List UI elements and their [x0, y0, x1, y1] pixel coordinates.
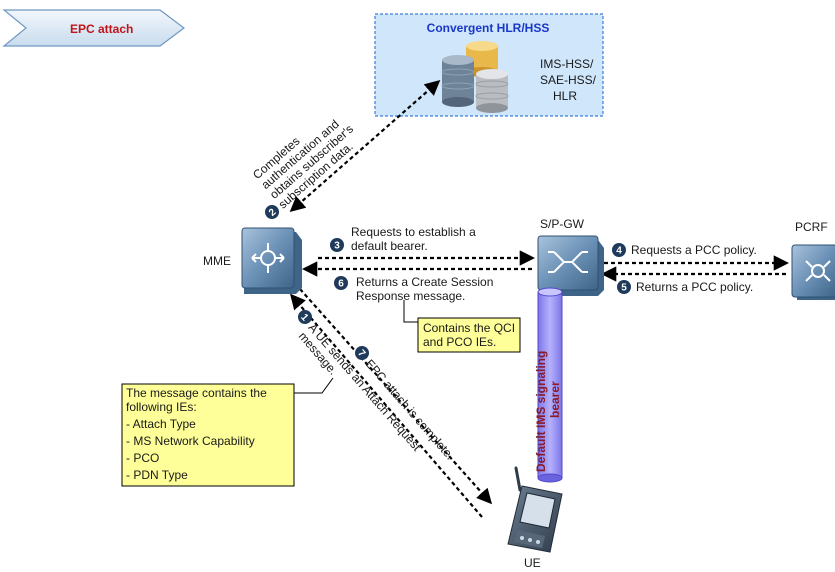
step-6-line-2: Response message.	[356, 289, 465, 303]
step-4-circle	[612, 243, 626, 257]
pcrf-node: PCRF	[791, 220, 835, 300]
ue-label: UE	[524, 556, 541, 570]
step-1-line-1: A UE sends an Attach Request	[306, 321, 425, 455]
step-4-number: 4	[616, 246, 622, 257]
pcrf-label: PCRF	[795, 220, 828, 234]
step-6-number: 6	[338, 279, 344, 290]
database-icon	[441, 41, 509, 113]
step-6-circle	[334, 276, 348, 290]
step-7-annotation: 7 EPC attach is complete.	[355, 346, 457, 462]
router-icon	[241, 227, 302, 294]
step-2-number: 2	[267, 206, 279, 218]
step-5-circle	[617, 280, 631, 294]
step-3-circle	[330, 238, 344, 252]
switch-icon	[537, 235, 604, 296]
step-5-text: Returns a PCC policy.	[636, 280, 753, 294]
callout-ies-line-6: - PDN Type	[126, 468, 188, 482]
callout-ies-line-3: - Attach Type	[126, 417, 196, 431]
bearer-label-line-1: Default IMS signaling	[534, 351, 548, 472]
callout-ies-line-4: - MS Network Capability	[126, 434, 255, 448]
step-1-annotation: 1 A UE sends an Attach Request message.	[296, 310, 425, 455]
mme-node: MME	[203, 227, 302, 294]
hss-db-line-1: IMS-HSS/	[540, 57, 594, 71]
callout-qci-line-1: Contains the QCI	[423, 321, 515, 335]
step-1-number: 1	[298, 312, 310, 324]
hss-db-line-2: SAE-HSS/	[540, 73, 597, 87]
step-4-text: Requests a PCC policy.	[631, 243, 757, 257]
step-3-annotation: 3 Requests to establish a default bearer…	[330, 225, 476, 253]
mme-label: MME	[203, 254, 231, 268]
router-icon	[791, 244, 835, 300]
step-7-number: 7	[355, 348, 367, 360]
callout-ies-line-5: - PCO	[126, 451, 159, 465]
bearer-label-line-2: bearer	[548, 381, 562, 418]
step-3-number: 3	[334, 241, 340, 252]
hss-title: Convergent HLR/HSS	[427, 21, 550, 35]
ue-node: UE	[507, 466, 563, 570]
arrow-mme-hss	[289, 79, 441, 213]
callout-ies-line-1: The message contains the	[126, 386, 267, 400]
header-banner: EPC attach	[2, 9, 185, 47]
arrow-mme-ue-complete	[299, 288, 493, 505]
step-3-line-1: Requests to establish a	[351, 225, 476, 239]
callout-qci-line-2: and PCO IEs.	[423, 335, 496, 349]
step-2-circle	[265, 205, 279, 219]
hss-box: Convergent HLR/HSS IMS-HSS/ SAE-HSS/ HLR	[374, 13, 604, 117]
step-7-circle	[355, 346, 369, 360]
hss-db-line-3: HLR	[553, 89, 577, 103]
step-5-annotation: 5 Returns a PCC policy.	[617, 280, 753, 294]
step-6-line-1: Returns a Create Session	[356, 275, 493, 289]
sgw-node: S/P-GW	[537, 217, 604, 296]
pda-icon	[507, 466, 563, 553]
step-6-annotation: 6 Returns a Create Session Response mess…	[334, 275, 493, 303]
arrows	[289, 79, 790, 518]
header-title: EPC attach	[70, 22, 133, 36]
step-5-number: 5	[621, 283, 627, 294]
ims-bearer-cylinder: Default IMS signaling bearer	[534, 287, 563, 483]
step-3-line-2: default bearer.	[351, 239, 428, 253]
step-4-annotation: 4 Requests a PCC policy.	[612, 243, 757, 257]
callout-ies: The message contains the following IEs: …	[121, 377, 334, 487]
sgw-label: S/P-GW	[540, 217, 585, 231]
callout-ies-line-2: following IEs:	[126, 400, 197, 414]
callout-qci: Contains the QCI and PCO IEs.	[403, 300, 521, 353]
step-1-circle	[298, 310, 312, 324]
